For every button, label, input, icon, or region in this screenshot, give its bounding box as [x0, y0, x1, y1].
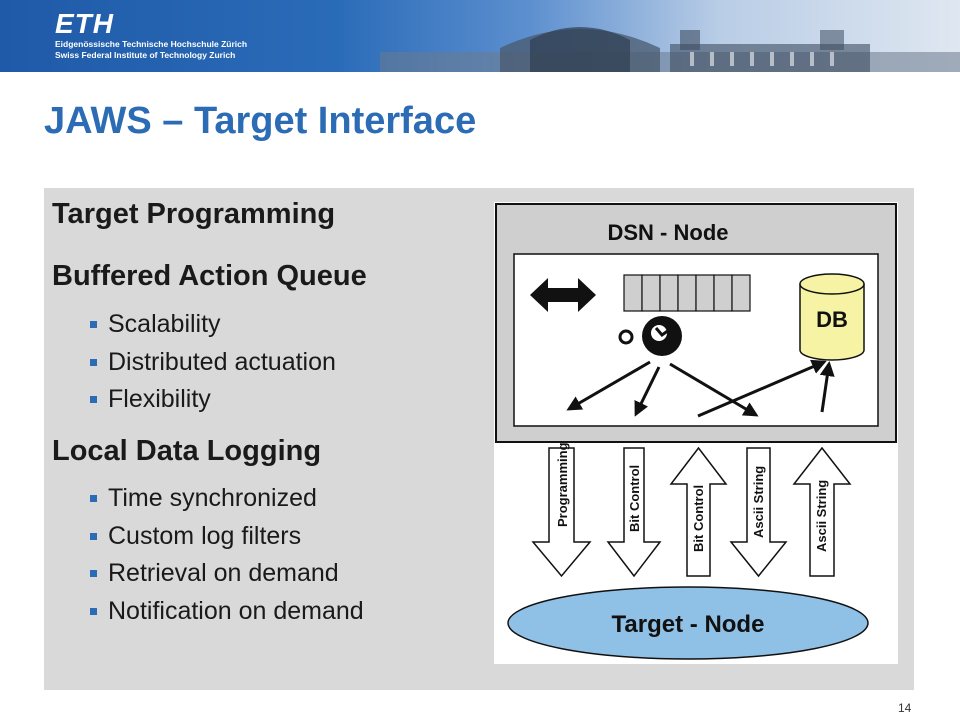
bullet-text: Scalability: [108, 310, 221, 338]
institution-name-english: Swiss Federal Institute of Technology Zu…: [55, 50, 236, 60]
arrow-label-bit-control-down: Bit Control: [627, 465, 642, 532]
heading-local-data-logging: Local Data Logging: [52, 435, 322, 467]
arrow-bit-control-up: Bit Control: [669, 446, 728, 577]
bullet-marker: [90, 607, 97, 615]
heading-buffered-action-queue: Buffered Action Queue: [52, 260, 367, 292]
bullet-item: Notification on demand: [90, 593, 364, 631]
flow-arrows: [566, 359, 835, 418]
page-number: 14: [898, 701, 912, 715]
bullet-text: Distributed actuation: [108, 347, 336, 376]
bullet-text: Time synchronized: [108, 484, 317, 512]
dsn-node-label: DSN - Node: [608, 220, 729, 245]
content-panel: Target Programming Buffered Action Queue…: [44, 188, 914, 690]
target-node-ellipse: [507, 586, 869, 660]
bidirectional-arrow-icon: [530, 278, 596, 312]
bullet-list-action-queue: Scalability Distributed actuation Flexib…: [90, 306, 336, 419]
bullet-marker: [90, 570, 97, 577]
bullet-item: Scalability: [90, 306, 336, 344]
bullet-marker: [90, 396, 97, 403]
bullet-item: Distributed actuation: [90, 344, 336, 382]
arrow-label-bit-control-up: Bit Control: [691, 485, 706, 552]
bullet-marker: [90, 532, 97, 540]
header-banner: ETH Eidgenössische Technische Hochschule…: [0, 0, 960, 72]
bullet-item: Custom log filters: [90, 518, 364, 556]
arrow-bit-control-down: Bit Control: [606, 447, 662, 578]
target-node-label: Target - Node: [612, 611, 765, 638]
arrow-label-programming: Programming: [555, 442, 570, 527]
bullet-item: Flexibility: [90, 381, 336, 419]
bullet-marker: [90, 358, 97, 366]
arrow-ascii-string-up: Ascii String: [792, 446, 852, 577]
database-icon: [799, 273, 865, 361]
eth-logo: ETH: [55, 8, 114, 39]
bullet-marker: [90, 495, 97, 502]
building-photo: [380, 27, 960, 72]
arrow-ascii-string-down: Ascii String: [729, 447, 788, 578]
timer-icon: [618, 316, 682, 356]
bullet-marker: [90, 321, 97, 328]
arrow-label-ascii-string-up: Ascii String: [814, 480, 829, 552]
slide-title: JAWS – Target Interface: [44, 100, 477, 142]
db-label: DB: [816, 307, 848, 332]
heading-target-programming: Target Programming: [52, 198, 336, 230]
bullet-item: Time synchronized: [90, 480, 364, 518]
bullet-text: Custom log filters: [108, 521, 302, 550]
bullet-item: Retrieval on demand: [90, 555, 364, 593]
arrow-label-ascii-string-down: Ascii String: [751, 466, 766, 538]
bullet-list-data-logging: Time synchronized Custom log filters Ret…: [90, 480, 364, 630]
architecture-diagram: DSN - Node DB: [494, 202, 898, 664]
arrow-programming: Programming: [531, 442, 592, 578]
action-queue-icon: [623, 274, 751, 312]
bullet-text: Retrieval on demand: [108, 559, 339, 587]
institution-name-german: Eidgenössische Technische Hochschule Zür…: [55, 39, 248, 49]
bullet-text: Notification on demand: [108, 596, 364, 625]
bullet-text: Flexibility: [108, 385, 211, 413]
